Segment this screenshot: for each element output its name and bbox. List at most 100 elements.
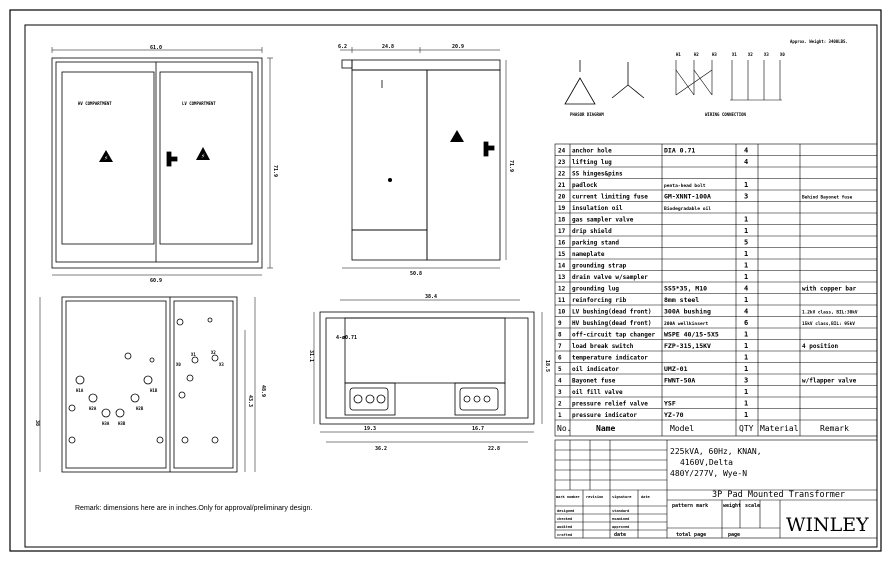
base-view [313, 299, 543, 443]
wiring-label: WIRING CONNECTION [705, 112, 747, 117]
svg-text:⚡: ⚡ [104, 155, 108, 162]
part-name: lifting lug [572, 159, 612, 166]
part-no: 21 [558, 182, 566, 189]
part-qty: 1 [744, 331, 748, 339]
label-x3: X3 [219, 362, 224, 367]
title-block [554, 439, 878, 539]
part-model: GM-XNNT-100A [664, 193, 711, 201]
part-name: pressure relief valve [572, 401, 648, 408]
label-h2a: H2A [89, 406, 97, 411]
part-no: 2 [558, 401, 562, 408]
part-no: 16 [558, 240, 566, 247]
part-no: 22 [558, 171, 566, 178]
part-model: YZ-70 [664, 411, 684, 419]
part-no: 24 [558, 148, 566, 155]
approx-weight: Approx. Weight: 3400LBS. [790, 39, 848, 44]
part-name: drip shield [572, 228, 612, 235]
base-dim-left: 31.1 [308, 350, 314, 362]
outer-frame [9, 9, 882, 552]
part-remark: Behind Bayonet fuse [802, 195, 853, 201]
part-no: 10 [558, 309, 566, 316]
part-model: 300A bushing [664, 308, 711, 316]
header-remark: Remark [820, 424, 849, 433]
base-dim-top: 38.4 [425, 294, 437, 300]
header-no: No. [557, 424, 571, 433]
side-base-dim: 50.8 [410, 271, 422, 277]
part-name: reinforcing rib [572, 297, 627, 304]
part-qty: 1 [744, 216, 748, 224]
tb-revision: revision [586, 495, 603, 499]
part-no: 1 [558, 412, 562, 419]
inner-frame [24, 24, 878, 548]
bottom-dim-inner: 43.3 [247, 395, 253, 407]
part-name: insulation oil [572, 205, 623, 212]
tb-page: page [728, 532, 740, 538]
part-qty: 1 [744, 411, 748, 419]
side-dim-a: 6.2 [338, 44, 347, 50]
part-qty: 1 [744, 354, 748, 362]
front-base-dim: 60.9 [150, 278, 162, 284]
tb-signature: signature [612, 495, 632, 499]
part-no: 6 [558, 355, 562, 362]
bottom-dim-left: 38 [34, 420, 40, 426]
part-no: 14 [558, 263, 566, 270]
tb-pattern-mark: pattern mark [672, 503, 708, 509]
part-no: 13 [558, 274, 566, 281]
spec-line-1: 225kVA, 60Hz, KNAN, [670, 447, 762, 456]
side-indicator [388, 178, 392, 182]
part-qty: 3 [744, 193, 748, 201]
side-view [340, 47, 507, 269]
part-qty: 1 [744, 262, 748, 270]
svg-text:⚡: ⚡ [201, 153, 205, 160]
label-x2: X2 [211, 350, 216, 355]
part-no: 7 [558, 343, 562, 350]
front-width-dim: 61.0 [150, 45, 162, 51]
lv-compartment-label: LV COMPARTMENT [182, 101, 216, 106]
part-qty: 1 [744, 388, 748, 396]
part-no: 3 [558, 389, 562, 396]
bushing-view [39, 296, 256, 473]
base-dim-b3: 36.2 [375, 446, 387, 452]
part-remark: w/flapper valve [802, 378, 857, 385]
part-qty: 4 [744, 308, 748, 316]
front-height-dim: 71.9 [272, 165, 278, 177]
header-qty: QTY [739, 424, 754, 433]
part-model: SS5*35, M10 [664, 285, 707, 293]
part-no: 9 [558, 320, 562, 327]
part-qty: 1 [744, 400, 748, 408]
part-model: UMZ-01 [664, 365, 688, 373]
tb-date: date [641, 495, 650, 499]
part-qty: 1 [744, 181, 748, 189]
part-model: 8mm steel [664, 296, 699, 304]
part-name: pressure indicator [572, 412, 637, 419]
phasor-diagram [564, 60, 645, 105]
part-qty: 1 [744, 365, 748, 373]
part-no: 18 [558, 217, 566, 224]
front-view [51, 47, 273, 276]
hazard-symbol-lv: ⚡ [196, 147, 210, 160]
wiring-x1: X1 [732, 52, 737, 57]
part-no: 5 [558, 366, 562, 373]
side-dim-b: 24.8 [382, 44, 394, 50]
part-name: oil indicator [572, 366, 619, 373]
part-name: drain valve w/sampler [572, 274, 648, 281]
part-name: LV bushing(dead front) [572, 309, 651, 316]
part-name: load break switch [572, 343, 634, 350]
part-no: 8 [558, 332, 562, 339]
hazard-symbol-side [450, 130, 464, 142]
base-dim-hole: 4-ø0.71 [336, 335, 357, 341]
hv-compartment-label: HV COMPARTMENT [78, 101, 112, 106]
part-name: off-circuit tap changer [572, 332, 655, 339]
base-dim-b2: 16.7 [472, 426, 484, 432]
part-model: 200A wellkinsert [664, 321, 708, 327]
base-dim-right: 18.5 [544, 360, 550, 372]
tb-checked: checked [557, 517, 572, 521]
wiring-x3: X3 [764, 52, 769, 57]
part-qty: 1 [744, 342, 748, 350]
part-name: parking stand [572, 240, 619, 247]
part-model: FZP-315,15KV [664, 342, 711, 350]
wiring-h3: H3 [712, 52, 717, 57]
part-name: oil fill valve [572, 389, 623, 396]
part-qty: 4 [744, 147, 748, 155]
